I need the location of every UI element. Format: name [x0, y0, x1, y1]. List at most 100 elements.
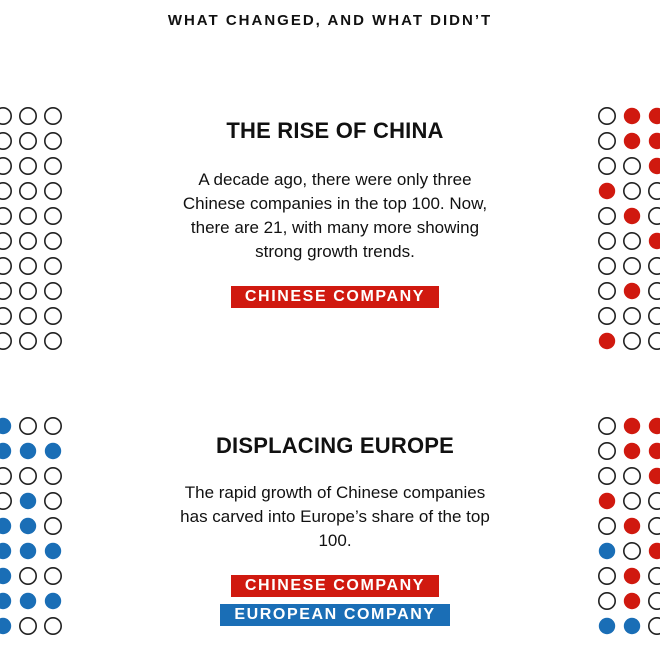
company-dot-other	[43, 107, 62, 125]
company-dot-other	[598, 517, 616, 536]
company-dot-other	[43, 332, 62, 351]
company-dot-chinese	[598, 182, 616, 200]
section-displacing-europe: DISPLACING EUROPE The rapid growth of Ch…	[180, 433, 490, 633]
company-dot-other	[18, 466, 37, 485]
company-dot-european	[19, 492, 37, 510]
company-dot-other	[598, 466, 616, 485]
company-dot-european	[19, 517, 37, 535]
company-dot-european	[0, 592, 12, 610]
company-dot-other	[622, 332, 641, 351]
section-body: The rapid growth of Chinese companies ha…	[180, 483, 490, 550]
company-dot-other	[598, 592, 616, 611]
company-dot-other	[0, 332, 12, 350]
company-dot-other	[43, 466, 62, 485]
company-dot-other	[598, 232, 616, 251]
company-dot-european	[0, 542, 12, 560]
company-dot-other	[43, 156, 62, 175]
company-dot-other	[43, 567, 62, 586]
legend-european-company: EUROPEAN COMPANY	[220, 604, 450, 626]
company-dot-other	[43, 282, 62, 301]
company-dot-european	[19, 442, 37, 460]
company-dot-chinese	[648, 157, 660, 175]
company-dot-other	[43, 617, 62, 636]
company-dot-other	[648, 517, 660, 535]
company-dot-other	[648, 257, 660, 275]
company-dot-other	[18, 307, 37, 326]
company-dot-other	[18, 567, 37, 586]
company-dot-other	[0, 182, 12, 200]
company-dot-chinese	[623, 282, 641, 300]
section-rise-of-china: THE RISE OF CHINA A decade ago, there we…	[180, 118, 490, 315]
company-dot-other	[598, 417, 616, 435]
company-dot-chinese	[623, 207, 641, 225]
company-dot-european	[0, 617, 12, 635]
company-dot-chinese	[648, 107, 660, 125]
legend: CHINESE COMPANY	[180, 286, 490, 308]
company-dot-other	[0, 232, 12, 250]
company-dot-other	[18, 207, 37, 226]
company-dot-chinese	[623, 107, 641, 125]
company-dot-other	[598, 567, 616, 586]
company-dot-other	[0, 157, 12, 175]
company-dot-chinese	[623, 592, 641, 610]
company-dot-other	[622, 232, 641, 251]
section-title: THE RISE OF CHINA	[226, 118, 444, 143]
company-dot-other	[43, 307, 62, 326]
company-dot-european	[0, 567, 12, 585]
company-dot-european	[19, 592, 37, 610]
company-dot-other	[18, 257, 37, 276]
company-dot-other	[43, 232, 62, 251]
company-dot-other	[0, 207, 12, 225]
company-dot-chinese	[648, 467, 660, 485]
company-dot-chinese	[648, 542, 660, 560]
company-dot-other	[43, 492, 62, 511]
company-dot-other	[0, 107, 12, 125]
company-dot-chinese	[648, 442, 660, 460]
company-dot-other	[648, 492, 660, 510]
company-dot-chinese	[623, 417, 641, 435]
company-dot-european	[598, 617, 616, 635]
company-dot-other	[598, 282, 616, 301]
dot-grid-right-rise-of-china	[596, 107, 660, 357]
company-dot-other	[0, 282, 12, 300]
company-dot-other	[18, 232, 37, 251]
legend-chinese-company: CHINESE COMPANY	[230, 286, 440, 308]
company-dot-other	[648, 307, 660, 325]
company-dot-other	[622, 542, 641, 561]
company-dot-other	[598, 156, 616, 175]
company-dot-other	[648, 332, 660, 350]
company-dot-other	[43, 517, 62, 536]
company-dot-chinese	[598, 492, 616, 510]
company-dot-other	[598, 307, 616, 326]
company-dot-other	[18, 107, 37, 125]
company-dot-other	[598, 107, 616, 125]
company-dot-other	[0, 307, 12, 325]
company-dot-european	[0, 417, 12, 435]
legend: CHINESE COMPANY EUROPEAN COMPANY	[180, 575, 490, 626]
company-dot-chinese	[648, 232, 660, 250]
legend-chinese-company: CHINESE COMPANY	[230, 575, 440, 597]
company-dot-other	[622, 156, 641, 175]
company-dot-other	[648, 282, 660, 300]
company-dot-european	[623, 617, 641, 635]
dot-grid-left-rise-of-china	[0, 107, 70, 357]
company-dot-european	[0, 517, 12, 535]
company-dot-other	[0, 492, 12, 510]
company-dot-other	[18, 182, 37, 201]
company-dot-other	[43, 182, 62, 201]
company-dot-other	[18, 156, 37, 175]
company-dot-european	[598, 542, 616, 560]
company-dot-other	[18, 282, 37, 301]
company-dot-chinese	[623, 132, 641, 150]
company-dot-european	[0, 442, 12, 460]
company-dot-other	[648, 617, 660, 635]
company-dot-other	[598, 257, 616, 276]
company-dot-other	[18, 417, 37, 435]
company-dot-other	[648, 567, 660, 585]
company-dot-other	[648, 207, 660, 225]
company-dot-other	[18, 332, 37, 351]
company-dot-other	[43, 417, 62, 435]
company-dot-other	[648, 182, 660, 200]
company-dot-other	[598, 441, 616, 460]
company-dot-chinese	[623, 517, 641, 535]
